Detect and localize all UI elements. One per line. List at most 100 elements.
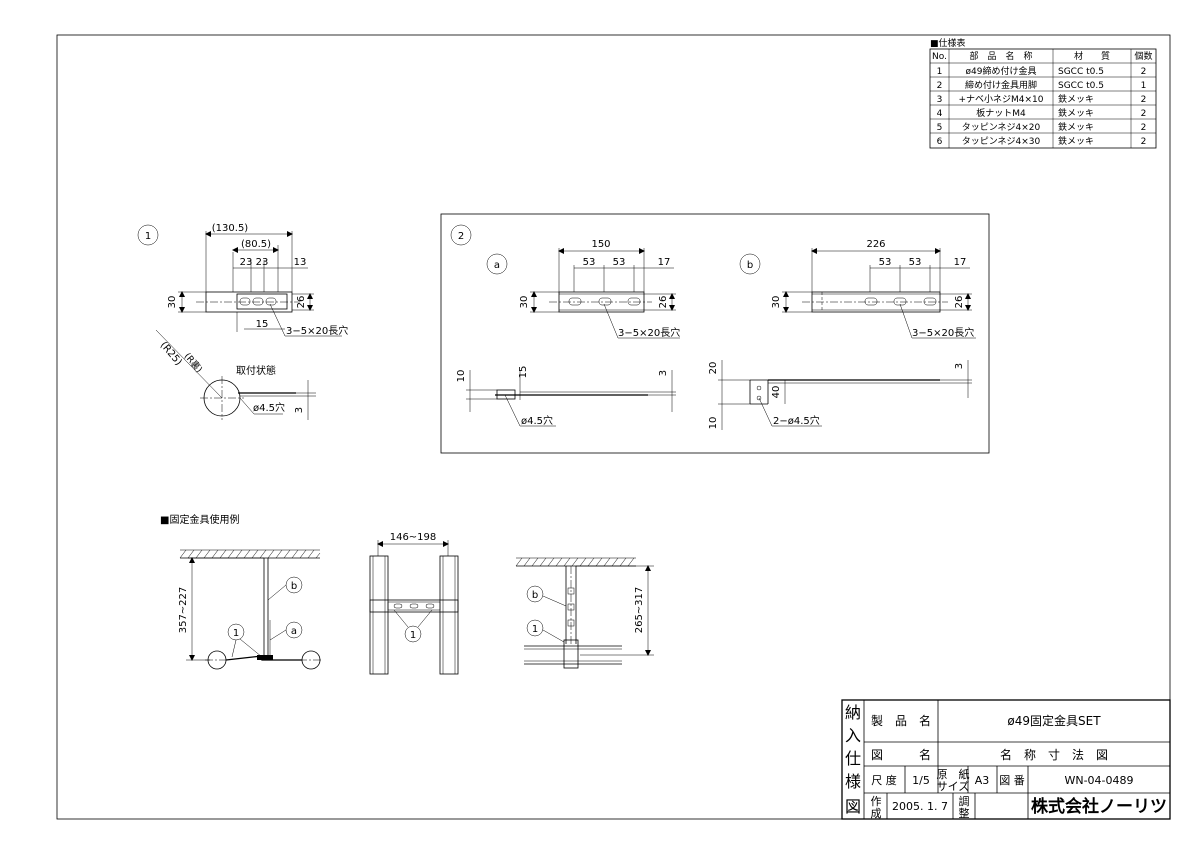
- title-paper-label-1: 原 紙: [937, 767, 970, 781]
- usage-ex3-dim: 265~317: [634, 587, 645, 634]
- part2b-dim-53b: 53: [909, 257, 922, 268]
- title-made-label-1: 作: [871, 795, 882, 808]
- spec-cell: 2: [1141, 109, 1147, 119]
- usage-title: ■固定金具使用例: [160, 513, 239, 526]
- usage-example-1: 357~227 b a 1: [178, 549, 323, 670]
- spec-header-qty: 個数: [1134, 50, 1152, 62]
- part2b-slot-note: 3−5×20長穴: [912, 326, 974, 339]
- part1-dim-30: 30: [167, 296, 178, 309]
- part2a-hole-note: ø4.5穴: [521, 414, 553, 427]
- part2b-dim-40: 40: [771, 386, 782, 399]
- spec-cell: 締め付け金具用脚: [965, 79, 1037, 91]
- part2-frame: [440, 213, 990, 454]
- spec-cell: 6: [937, 137, 943, 147]
- spec-header-material: 材 質: [1074, 50, 1110, 62]
- part1-dim-mid: (80.5): [241, 239, 271, 250]
- part1-hole-note: ø4.5穴: [253, 401, 285, 414]
- part2a-dim-3: 3: [658, 370, 669, 376]
- part2b-dim-20: 20: [708, 362, 719, 375]
- part1-dim-26: 26: [296, 296, 307, 309]
- title-side-char: 様: [845, 772, 861, 791]
- spec-cell: 鉄メッキ: [1058, 107, 1094, 119]
- spec-table-title: ■仕様表: [930, 37, 966, 49]
- part1-slot-note: 3−5×20長穴: [286, 324, 348, 337]
- title-side-char: 納: [845, 703, 861, 722]
- usage-example-2: 146~198 1: [369, 532, 459, 675]
- part2a-dim-30: 30: [519, 296, 530, 309]
- part2-drawing: 2 a 150 53 53 17 30 26 3−5×20長穴: [440, 213, 990, 454]
- title-company: 株式会社ノーリツ: [1031, 796, 1167, 817]
- part1-callout: [137, 224, 159, 246]
- usage-ex2-dim: 146~198: [390, 532, 437, 543]
- spec-table: ■仕様表 No. 部 品 名 称 材 質 個数 1 ø49締め付け金具 SGCC…: [929, 37, 1157, 149]
- spec-cell: タッピンネジ4×20: [962, 122, 1041, 133]
- usage-ex1-label-b: b: [291, 581, 297, 592]
- part1-dim-23b: 23: [256, 257, 269, 268]
- title-number-label: 図 番: [999, 774, 1025, 787]
- part2a-callout-letter: a: [494, 260, 500, 271]
- part1-dim-total: (130.5): [212, 223, 249, 234]
- spec-cell: SGCC t0.5: [1058, 81, 1104, 91]
- part2a-dim-total: 150: [591, 239, 610, 250]
- sheet-border: [56, 34, 1171, 820]
- usage-ex1-dim: 357~227: [178, 587, 189, 634]
- spec-header-no: No.: [932, 52, 947, 62]
- title-side-char: 仕: [845, 749, 861, 768]
- part2b-dim-10: 10: [708, 417, 719, 430]
- title-scale-label: 尺 度: [871, 773, 897, 787]
- title-paper-label-2: サイズ: [937, 779, 970, 793]
- spec-cell: 鉄メッキ: [1058, 121, 1094, 133]
- title-drawing-label: 図 名: [871, 747, 931, 762]
- spec-cell: SGCC t0.5: [1058, 67, 1104, 77]
- spec-cell: 2: [1141, 95, 1147, 105]
- spec-cell: 2: [937, 81, 943, 91]
- part2a-dim-15: 15: [518, 366, 529, 379]
- title-made-label-2: 成: [871, 807, 882, 820]
- part2b-dim-3: 3: [954, 363, 965, 369]
- usage-examples: ■固定金具使用例 357~227 b a 1: [160, 513, 654, 675]
- title-made-date: 2005. 1. 7: [892, 800, 948, 813]
- spec-cell: +ナベ小ネジM4×10: [958, 94, 1043, 105]
- part2a-dim-53b: 53: [613, 257, 626, 268]
- spec-cell: 5: [937, 123, 943, 133]
- title-number-value: WN-04-0489: [1064, 774, 1133, 787]
- part2-callout: [450, 224, 472, 246]
- spec-cell: 2: [1141, 137, 1147, 147]
- spec-cell: 1: [1141, 81, 1147, 91]
- part1-dim-3: 3: [294, 407, 305, 413]
- part2b-dim-30: 30: [771, 296, 782, 309]
- title-side-char: 図: [845, 797, 861, 816]
- spec-cell: 1: [937, 67, 943, 77]
- part2b-dim-total: 226: [866, 239, 885, 250]
- part2a-dim-53a: 53: [583, 257, 596, 268]
- spec-cell: 3: [937, 95, 943, 105]
- usage-example-3: 265~317 b 1: [515, 557, 654, 669]
- usage-ex2-label-1: 1: [410, 630, 416, 641]
- part2b-hole-note: 2−ø4.5穴: [773, 414, 820, 427]
- part1-mount-label: 取付状態: [236, 364, 276, 377]
- title-product-label: 製 品 名: [871, 713, 931, 728]
- spec-cell: 板ナットM4: [976, 107, 1026, 119]
- part1-callout-number: 1: [145, 231, 151, 242]
- part2a-dim-17: 17: [658, 257, 671, 268]
- usage-ex1-label-a: a: [291, 626, 297, 637]
- title-paper-value: A3: [975, 774, 990, 787]
- spec-header-name: 部 品 名 称: [969, 50, 1032, 62]
- title-side-char: 入: [845, 726, 861, 745]
- part2a-slot-note: 3−5×20長穴: [618, 326, 680, 339]
- spec-cell: 鉄メッキ: [1058, 93, 1094, 105]
- usage-ex1-label-1: 1: [233, 628, 239, 639]
- part2a-dim-10: 10: [456, 370, 467, 383]
- title-block: 納 入 仕 様 図 製 品 名 ø49固定金具SET 図 名 名 称 寸 法 図…: [841, 699, 1171, 820]
- title-check-label-2: 整: [959, 806, 970, 820]
- part1-dim-13: 13: [294, 257, 307, 268]
- title-drawing-name: 名 称 寸 法 図: [1000, 747, 1108, 762]
- title-check-label-1: 調: [959, 794, 970, 808]
- spec-cell: 鉄メッキ: [1058, 135, 1094, 147]
- usage-ex3-label-1: 1: [532, 624, 538, 635]
- title-product-name: ø49固定金具SET: [1007, 713, 1101, 728]
- spec-cell: タッピンネジ4×30: [962, 136, 1041, 147]
- part2b-dim-26: 26: [954, 296, 965, 309]
- title-scale-value: 1/5: [912, 774, 930, 787]
- part2a-callout: [486, 253, 508, 275]
